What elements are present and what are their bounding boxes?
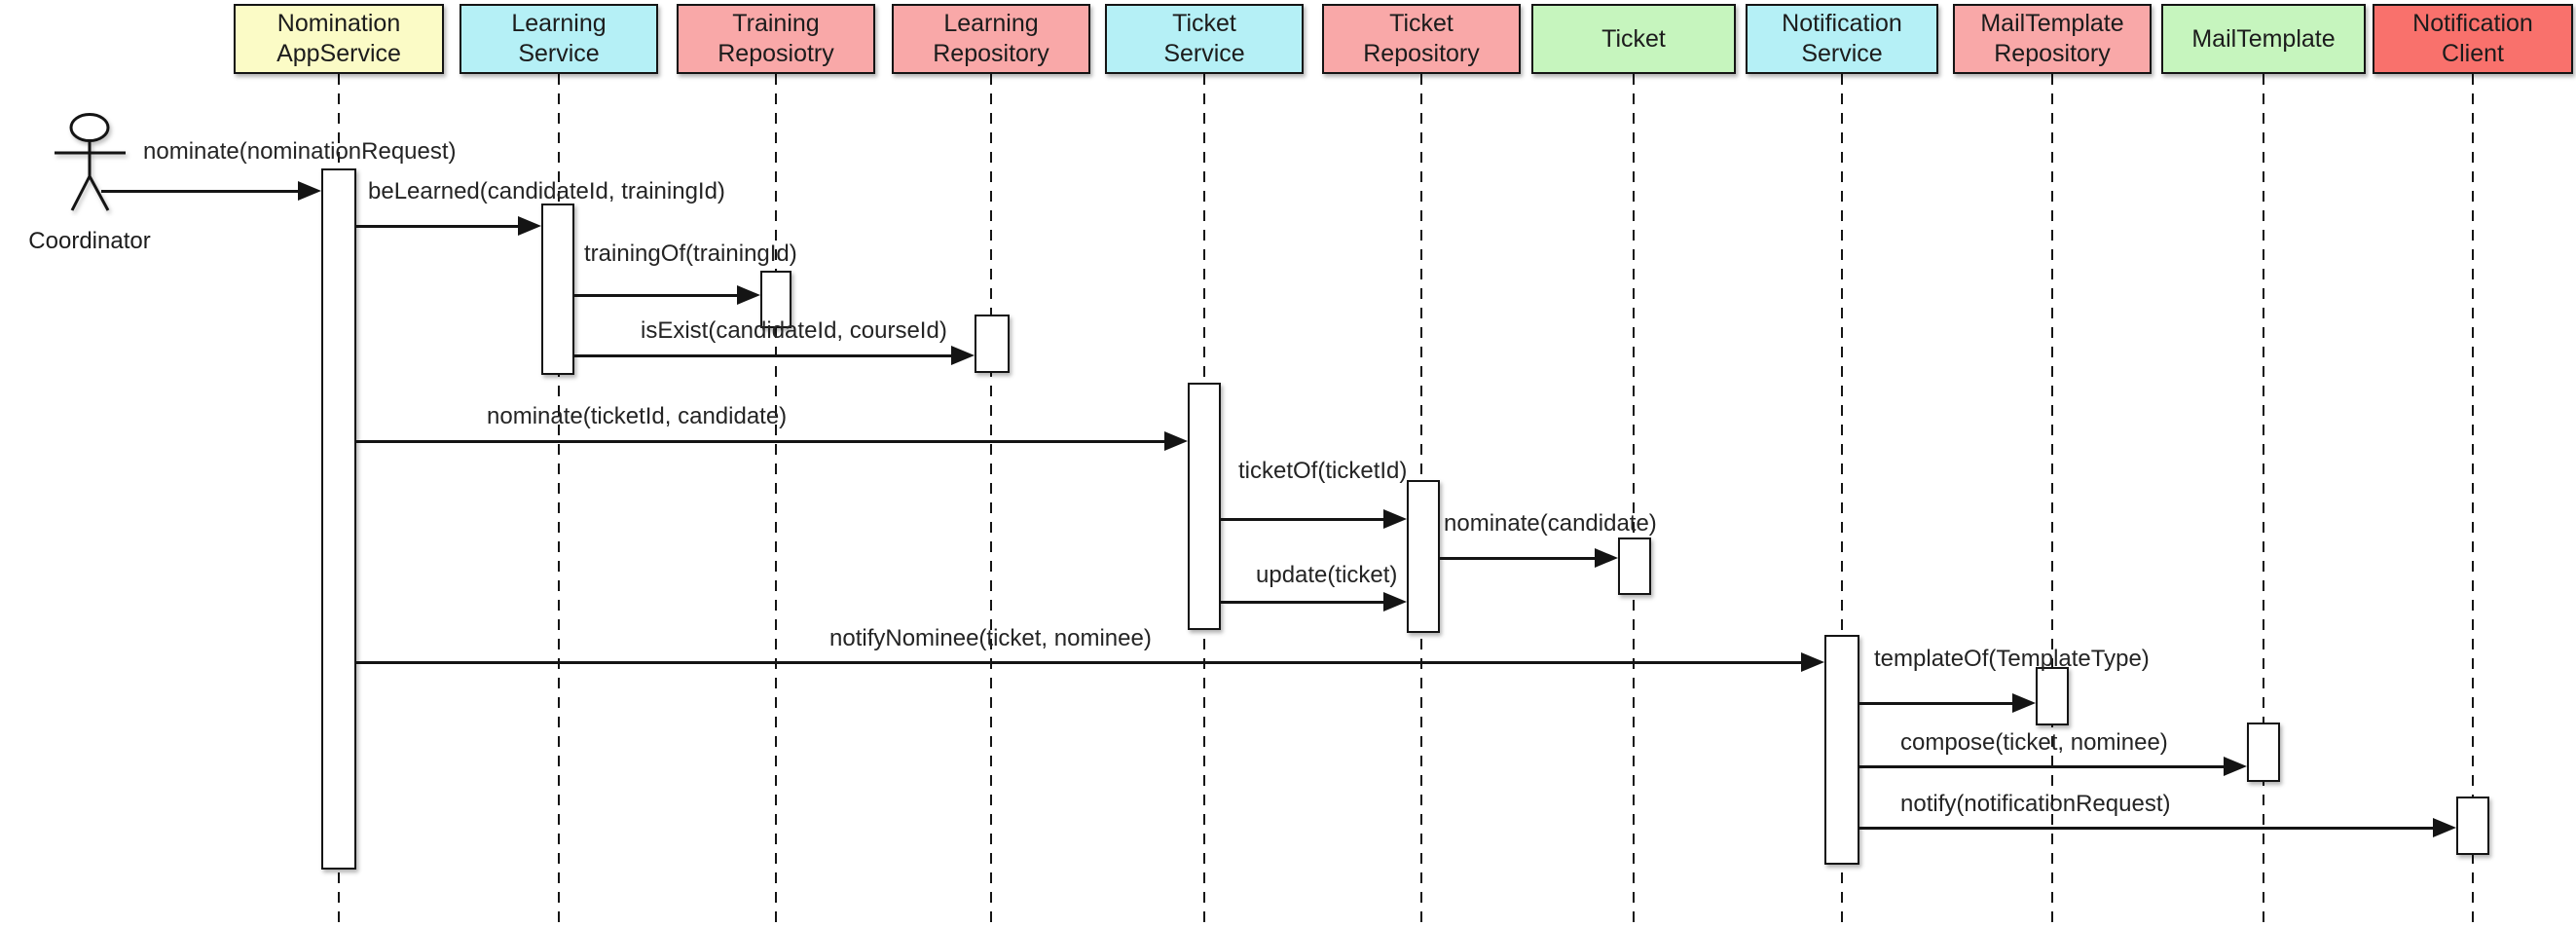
arrowhead-icon [1383,592,1407,612]
arrowhead-icon [2012,693,2036,713]
participant-label: Service [518,40,600,67]
participant-label: Service [1801,40,1883,67]
message-line-0 [101,190,302,193]
lifeline-training-repository [775,74,777,927]
participant-label: Reposiotry [718,40,834,67]
lifeline-notification-service [1841,74,1843,927]
message-line-5 [1221,518,1387,521]
message-label: nominate(ticketId, candidate) [487,403,788,429]
message-label: notify(notificationRequest) [1900,791,2171,817]
message-label: isExist(candidateId, courseId) [641,317,947,344]
arrowhead-icon [1383,509,1407,529]
message-line-4 [356,440,1168,443]
message-label: nominate(nominationRequest) [143,138,457,165]
activation-mailtemplate [2247,723,2280,782]
message-label: notifyNominee(ticket, nominee) [829,625,1152,651]
message-line-3 [574,354,955,357]
participant-label: Ticket [1389,10,1454,37]
activation-mailtemplate-repository [2036,667,2069,725]
message-line-7 [1221,601,1387,604]
arrowhead-icon [1801,652,1824,672]
message-line-11 [1859,827,2437,830]
participant-label: MailTemplate [2191,24,2336,53]
activation-notification-client [2456,797,2489,855]
message-label: nominate(candidate) [1444,510,1657,537]
participant-label: Repository [933,40,1049,67]
participant-label: Notification [2412,10,2533,37]
lifeline-ticket [1633,74,1635,927]
message-line-10 [1859,765,2227,768]
message-line-1 [356,225,522,228]
activation-notification-service [1824,635,1859,865]
arrowhead-icon [1164,431,1188,451]
participant-label: Client [2442,40,2504,67]
arrowhead-icon [2433,818,2456,837]
participant-ticket: Ticket [1531,4,1736,74]
participant-label: Ticket [1172,10,1236,37]
arrowhead-icon [2224,757,2247,776]
arrowhead-icon [518,216,541,236]
message-label: ticketOf(ticketId) [1238,458,1408,484]
actor-label: Coordinator [28,228,151,254]
participant-label: MailTemplate [1980,10,2124,37]
participant-label: Ticket [1601,24,1666,53]
message-line-6 [1440,557,1599,560]
message-line-8 [356,661,1805,664]
activation-training-repository [760,271,791,328]
lifeline-mailtemplate-repository [2051,74,2053,927]
participant-label: Notification [1782,10,1902,37]
activation-learning-service [541,204,574,375]
message-line-2 [574,294,741,297]
activation-learning-repository [975,315,1010,373]
message-label: update(ticket) [1256,562,1398,588]
message-label: beLearned(candidateId, trainingId) [368,178,725,204]
activation-ticket-repository [1407,480,1440,633]
message-line-9 [1859,702,2016,705]
participant-label: AppService [276,40,401,67]
participant-label: Nomination [276,10,401,37]
participant-label: Service [1163,40,1245,67]
lifeline-notification-client [2472,74,2474,927]
activation-ticket-service [1188,383,1221,630]
participant-label: Repository [1994,40,2111,67]
activation-nomination-app-service [321,168,356,870]
arrowhead-icon [737,285,760,305]
lifeline-learning-repository [990,74,992,927]
lifeline-learning-service [558,74,560,927]
arrowhead-icon [951,346,975,365]
participant-label: Learning [943,10,1039,37]
participant-label: Repository [1363,40,1480,67]
activation-ticket [1618,538,1651,595]
message-label: trainingOf(trainingId) [584,241,797,267]
lifeline-mailtemplate [2263,74,2264,927]
participant-mailtemplate: MailTemplate [2161,4,2366,74]
actor-icon [55,113,126,211]
participant-label: Learning [511,10,607,37]
arrowhead-icon [1595,548,1618,568]
arrowhead-icon [298,181,321,201]
message-label: compose(ticket, nominee) [1900,729,2168,756]
participant-label: Training [732,10,820,37]
message-label: templateOf(TemplateType) [1874,646,2150,672]
